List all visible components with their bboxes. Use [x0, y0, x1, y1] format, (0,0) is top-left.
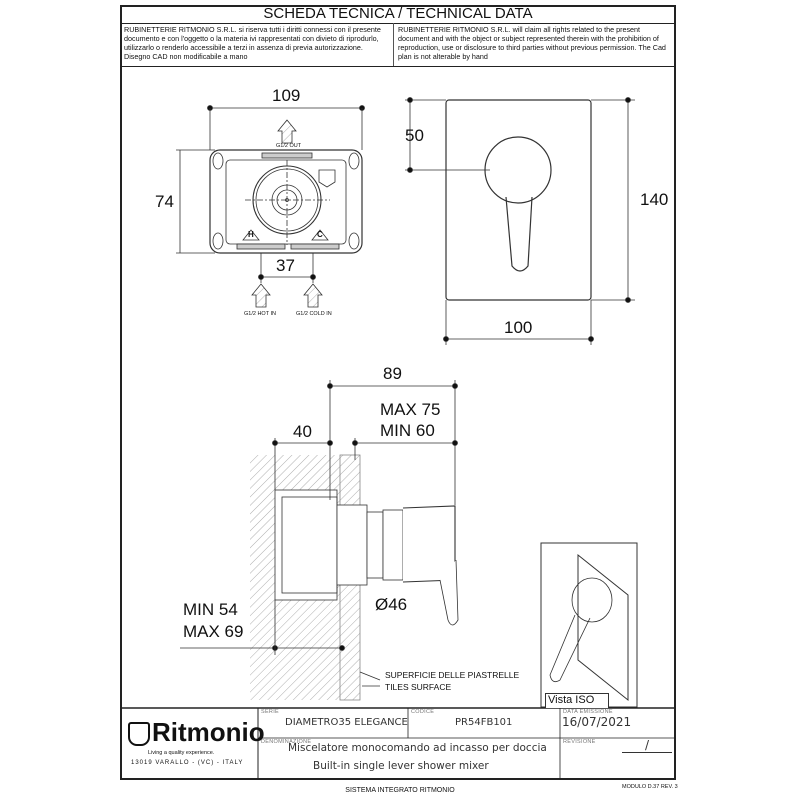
dim-total-depth: 89	[383, 364, 402, 383]
cold-mark: C	[317, 230, 323, 239]
dim-box-depth: 40	[293, 422, 312, 441]
denominazione-en: Built-in single lever shower mixer	[313, 760, 489, 772]
drawing-frame	[120, 5, 676, 780]
revisione-value: /	[622, 738, 672, 753]
denominazione-label: DENOMINAZIONE	[261, 739, 312, 745]
dim-min-depth: MIN 60	[380, 421, 435, 440]
hot-mark: H	[248, 230, 254, 239]
brand-address: 13019 VARALLO - (VC) - ITALY	[131, 760, 244, 766]
denominazione-it: Miscelatore monocomando ad incasso per d…	[288, 742, 547, 754]
disclaimer-english: RUBINETTERIE RITMONIO S.R.L. will claim …	[398, 25, 666, 61]
dim-diameter: Ø46	[375, 595, 408, 614]
brand-name: Ritmonio	[152, 717, 265, 747]
codice-label: CODICE	[411, 709, 435, 715]
data-value: 16/07/2021	[562, 715, 632, 729]
label-tiles-it: SUPERFICIE DELLE PIASTRELLE	[385, 670, 520, 680]
footer-system: SISTEMA INTEGRATO RITMONIO	[345, 787, 455, 794]
dim-min-wall: MIN 54	[183, 600, 238, 619]
label-out: G1/2 OUT	[276, 143, 302, 149]
brand-tagline: Living a quality experience.	[148, 750, 215, 756]
codice-value: PR54FB101	[455, 717, 513, 728]
iso-view	[540, 542, 638, 708]
label-iso-view: Vista ISO	[545, 693, 609, 708]
dim-max-depth: MAX 75	[380, 400, 441, 419]
document-title: SCHEDA TECNICA / TECHNICAL DATA	[120, 5, 676, 24]
header-divider	[393, 23, 394, 66]
dim-handle-offset: 50	[405, 126, 424, 145]
label-tiles-en: TILES SURFACE	[385, 682, 452, 692]
revisione-label: REVISIONE	[563, 739, 596, 745]
ritmonio-logo-icon	[128, 722, 150, 747]
disclaimer-italian: RUBINETTERIE RITMONIO S.R.L. si riserva …	[124, 25, 381, 61]
label-hot-in: G1/2 HOT IN	[244, 311, 276, 317]
dim-inlet-spacing: 37	[276, 256, 295, 275]
dim-plate-height: 140	[640, 190, 669, 209]
data-label: DATA EMISSIONE	[563, 709, 613, 715]
footer-module: MODULO D.37 REV. 3	[622, 784, 678, 790]
dim-plate-width: 100	[504, 318, 533, 337]
header-bottom-line	[120, 66, 676, 67]
serie-value: DIAMETRO35 ELEGANCE	[285, 717, 408, 728]
brand-logo: Ritmonio	[128, 717, 265, 748]
front-view	[405, 97, 635, 345]
label-cold-in: G1/2 COLD IN	[296, 311, 332, 317]
side-section-view	[180, 380, 459, 701]
dim-box-width: 109	[272, 86, 301, 105]
box-top-view	[176, 105, 365, 308]
dim-max-wall: MAX 69	[183, 622, 244, 641]
dim-box-height: 74	[155, 192, 174, 211]
serie-label: SERIE	[261, 709, 280, 715]
